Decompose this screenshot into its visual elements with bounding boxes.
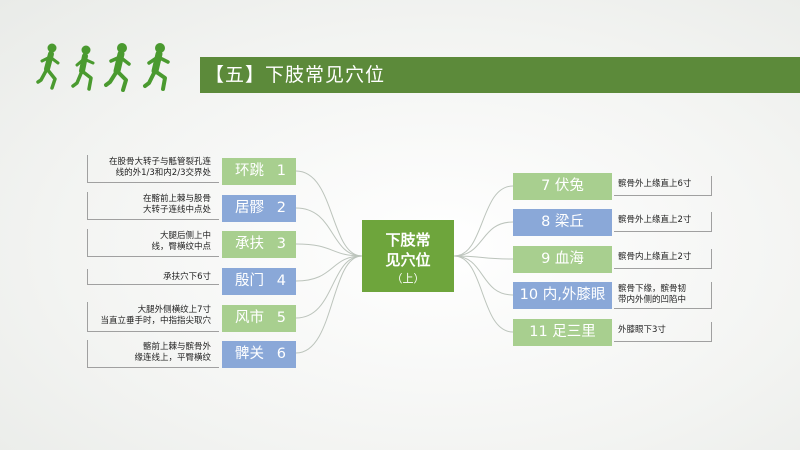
acupoint-node-2: 居髎 2 xyxy=(222,195,296,222)
acupoint-number: 4 xyxy=(276,273,286,289)
acupoint-desc-10: 髌骨下缘，髌骨韧 带内外侧的凹陷中 xyxy=(614,282,712,309)
acupoint-number: 6 xyxy=(276,346,286,362)
acupoint-node-3: 承扶 3 xyxy=(222,231,296,258)
acupoint-number: 2 xyxy=(276,200,286,216)
acupoint-node-4: 殷门 4 xyxy=(222,268,296,295)
acupoint-desc-6: 髂前上棘与髌骨外 缘连线上，平臀横纹 xyxy=(87,340,219,368)
center-title-line2: 见穴位 xyxy=(385,251,431,269)
acupoint-node-1: 环跳 1 xyxy=(222,158,296,185)
acupoint-name: 环跳 xyxy=(235,163,264,179)
acupoint-name: 髀关 xyxy=(235,346,264,362)
acupoint-name: 承扶 xyxy=(235,236,264,252)
acupoint-node-7: 7 伏兔 xyxy=(513,173,612,200)
acupoint-number: 3 xyxy=(276,236,286,252)
acupoint-node-10: 10 内,外膝眼 xyxy=(513,282,612,309)
acupoint-desc-11: 外膝眼下3寸 xyxy=(614,322,712,342)
acupoint-number: 5 xyxy=(276,310,286,326)
acupoint-node-6: 髀关 6 xyxy=(222,341,296,368)
title-bar xyxy=(200,57,800,93)
acupoint-desc-1: 在股骨大转子与骶管裂孔连 线的外1/3和内2/3交界处 xyxy=(87,155,219,183)
center-node: 下肢常 见穴位 （上） xyxy=(362,220,454,292)
acupoint-node-5: 风市 5 xyxy=(222,305,296,332)
acupoint-node-8: 8 梁丘 xyxy=(513,209,612,236)
center-subtitle: （上） xyxy=(391,272,425,285)
acupoint-desc-2: 在髂前上棘与股骨 大转子连线中点处 xyxy=(87,192,219,220)
acupoint-name: 居髎 xyxy=(235,200,264,216)
acupoint-desc-3: 大腿后侧上中 线，臀横纹中点 xyxy=(87,229,219,257)
acupoint-name: 殷门 xyxy=(235,273,264,289)
acupoint-node-9: 9 血海 xyxy=(513,246,612,273)
acupoint-number: 1 xyxy=(276,163,286,179)
acupoint-desc-8: 髌骨外上缘直上2寸 xyxy=(614,212,712,232)
acupoint-desc-5: 大腿外侧横纹上7寸 当直立垂手时，中指指尖取穴 xyxy=(87,302,219,332)
runners-icon xyxy=(36,43,170,92)
acupoint-desc-4: 承扶穴下6寸 xyxy=(87,269,219,285)
acupoint-desc-9: 髌骨内上缘直上2寸 xyxy=(614,249,712,269)
center-title-line1: 下肢常 xyxy=(385,231,431,249)
acupoint-node-11: 11 足三里 xyxy=(513,319,612,346)
acupoint-desc-7: 髌骨外上缘直上6寸 xyxy=(614,176,712,196)
page-title: 【五】下肢常见穴位 xyxy=(205,64,386,86)
acupoint-name: 风市 xyxy=(235,310,264,326)
